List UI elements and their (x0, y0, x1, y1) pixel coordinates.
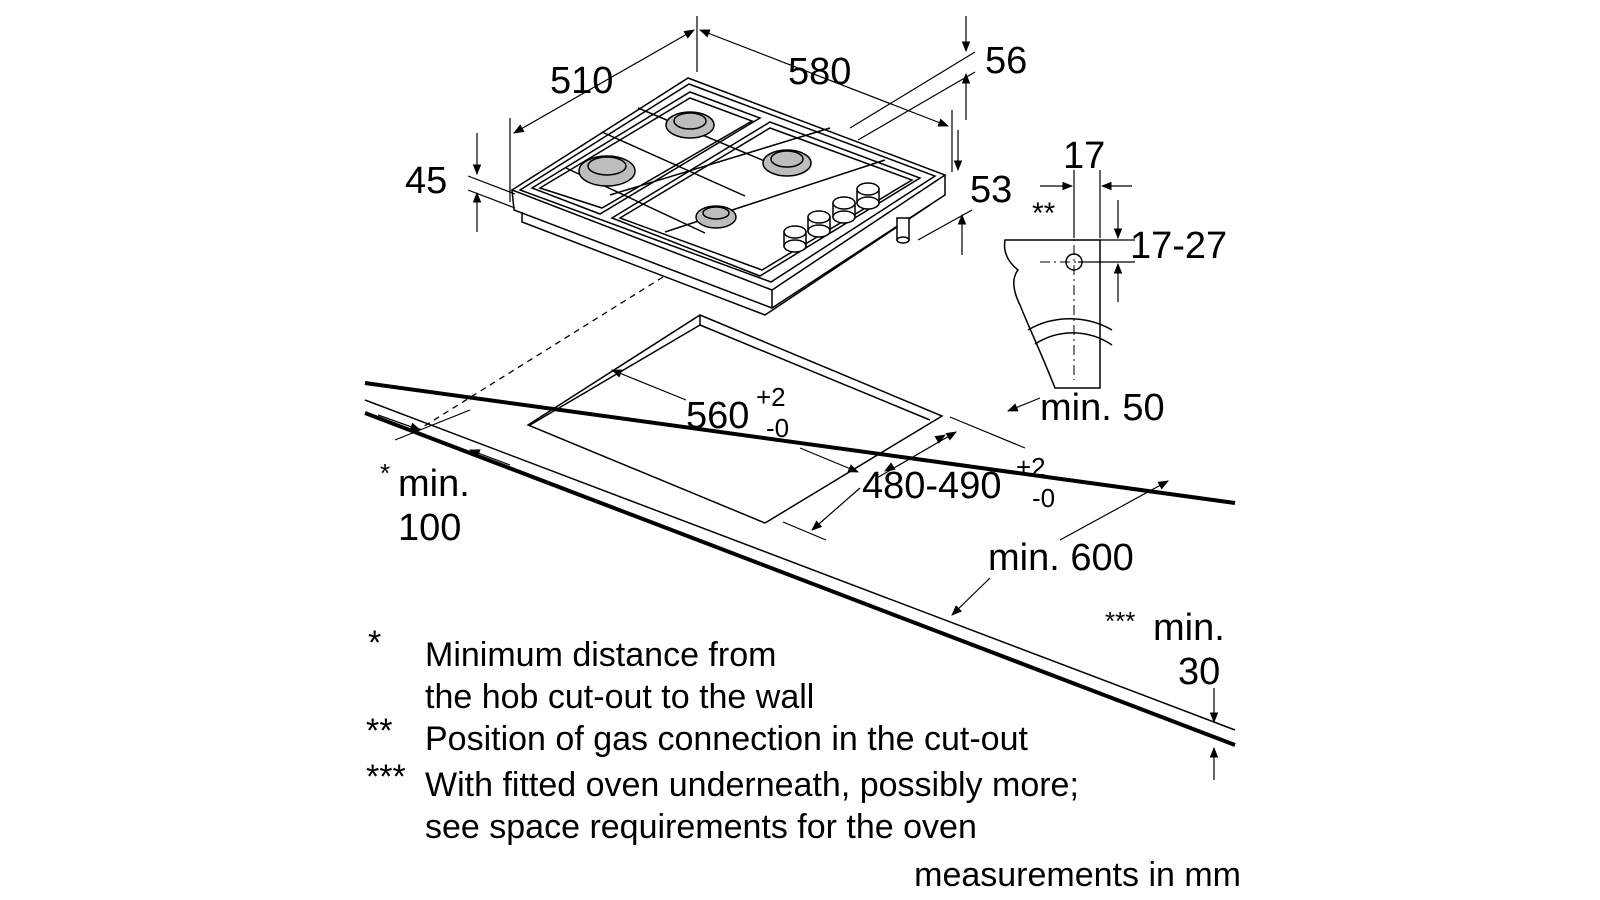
burner-rear-right (762, 149, 812, 177)
svg-text:480-490: 480-490 (862, 465, 1001, 507)
svg-text:+2: +2 (1016, 452, 1046, 482)
dim-min-wall: * min. 100 (380, 458, 470, 549)
footnote-text: the hob cut-out to the wall (425, 678, 814, 716)
svg-text:100: 100 (398, 507, 461, 549)
svg-text:min.: min. (398, 463, 470, 505)
knob-2 (807, 210, 831, 238)
hob-plate-edge (511, 175, 946, 309)
footnote-text: Position of gas connection in the cut-ou… (425, 720, 1028, 758)
dim-connection-edge: 17 (1063, 135, 1105, 177)
burner-front-right (695, 205, 737, 229)
footnote-1: * Minimum distance from the hob cut-out … (368, 624, 814, 716)
dim-connection-side: 53 (970, 169, 1012, 211)
footnote-marker: ** (366, 712, 392, 750)
knob-1 (783, 225, 807, 253)
svg-text:min.: min. (1153, 607, 1225, 649)
control-knobs (783, 182, 880, 253)
dim-hob-width: 580 (788, 51, 851, 93)
footnote-3: *** With fitted oven underneath, possibl… (366, 758, 1079, 846)
dim-hob-depth: 510 (550, 60, 613, 102)
worktop (364, 276, 1236, 747)
svg-text:30: 30 (1178, 651, 1220, 693)
dim-cutout-width: 560 +2 -0 (686, 382, 789, 443)
footnote-marker: * (368, 624, 381, 662)
footnote-text: Minimum distance from (425, 636, 776, 674)
knob-3 (832, 196, 856, 224)
burner-front-left (578, 155, 636, 187)
dim-min-oven: *** min. 30 (1105, 606, 1225, 693)
svg-text:+2: +2 (756, 382, 786, 412)
footnotes: * Minimum distance from the hob cut-out … (366, 624, 1241, 894)
dimension-lines (377, 16, 1219, 780)
svg-text:-0: -0 (766, 413, 789, 443)
dim-cutout-depth: 480-490 +2 -0 (862, 452, 1055, 513)
dim-connection-height: 17-27 (1130, 225, 1227, 267)
cutout-outline (526, 314, 944, 524)
svg-text:*: * (380, 458, 390, 488)
footnote-text: see space requirements for the oven (425, 808, 977, 846)
knob-4 (856, 182, 880, 210)
footnote-2: ** Position of gas connection in the cut… (366, 712, 1028, 758)
footnote-marker: *** (366, 758, 406, 796)
connection-marker: ** (1032, 197, 1056, 230)
burner-rear-left (665, 111, 715, 139)
svg-text:560: 560 (686, 395, 749, 437)
units-caption: measurements in mm (914, 856, 1241, 894)
dim-min-front: min. 50 (1040, 387, 1165, 429)
gas-connection-stub (896, 217, 910, 244)
dim-min-worktop-depth: min. 600 (988, 537, 1134, 579)
svg-text:***: *** (1105, 606, 1135, 636)
gas-connection-detail (1003, 225, 1113, 389)
dim-hob-height: 45 (405, 160, 447, 202)
dimension-labels: 510 580 45 56 53 17 17-27 ** 560 +2 -0 4… (380, 40, 1227, 693)
svg-text:-0: -0 (1032, 483, 1055, 513)
hob-appliance (510, 77, 947, 316)
dim-connection-top: 56 (985, 40, 1027, 82)
footnote-text: With fitted oven underneath, possibly mo… (425, 766, 1079, 804)
projection-line (417, 276, 664, 431)
